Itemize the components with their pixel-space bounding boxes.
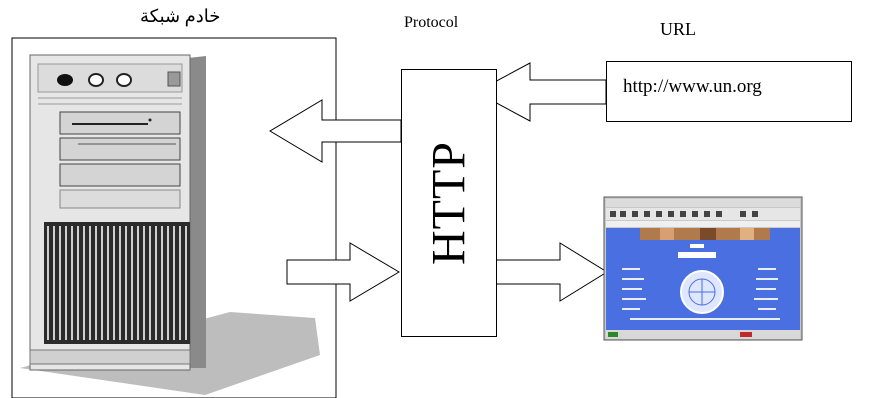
arrow-url-to-http: [474, 62, 607, 122]
url-label: URL: [660, 19, 696, 39]
url-box: http://www.un.org: [606, 61, 852, 122]
arrow-http-to-webpage: [494, 242, 608, 302]
protocol-label: Protocol: [404, 14, 459, 31]
server-label: خادم شبكة: [140, 6, 221, 26]
arrow-http-to-server: [269, 99, 402, 163]
server-tower-icon: [20, 54, 320, 395]
http-text: HTTP: [422, 141, 476, 265]
http-protocol-box: HTTP: [401, 69, 497, 337]
url-text: http://www.un.org: [623, 76, 762, 97]
arrow-server-to-http: [286, 242, 400, 302]
webpage-thumbnail: [603, 196, 803, 341]
